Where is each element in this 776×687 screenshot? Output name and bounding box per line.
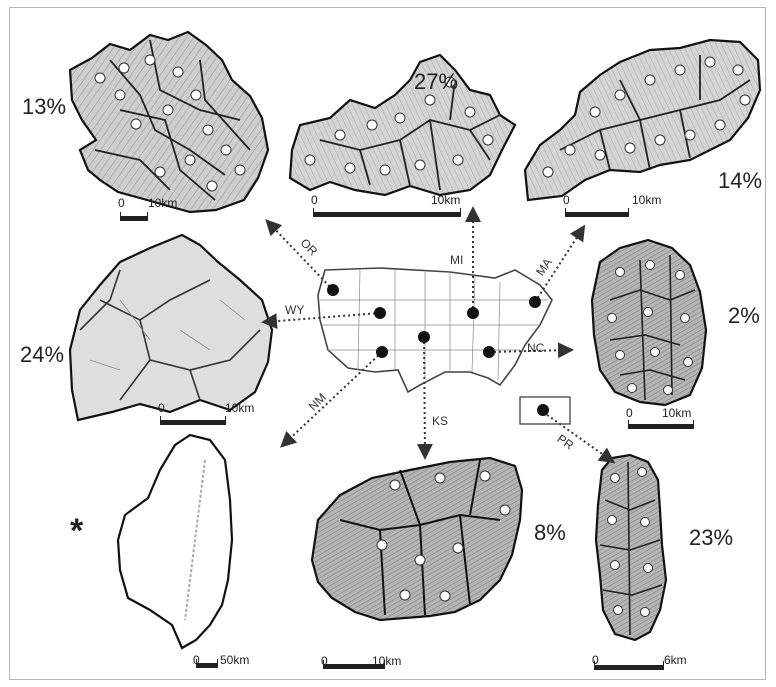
state-label-nc: NC <box>527 341 545 355</box>
scalebar-nm-zero: 0 <box>193 653 200 667</box>
scalebar-ks-end: 10km <box>372 654 402 668</box>
scalebar-or-zero: 0 <box>118 196 125 210</box>
scalebar-ks-zero: 0 <box>321 654 328 668</box>
scalebar-wy-end: 10km <box>225 401 255 415</box>
scalebar-nc-end: 10km <box>662 406 692 420</box>
percent-wy: 24% <box>20 342 65 367</box>
scalebar-or-end: 10km <box>148 196 178 210</box>
scalebar-nc-zero: 0 <box>626 406 633 420</box>
connector-arrows <box>261 206 616 464</box>
scalebar-mi-zero: 0 <box>311 193 318 207</box>
scalebar-pr-end: 6km <box>664 653 687 667</box>
scalebar-pr-bar <box>594 661 664 670</box>
scalebar-nm-end: 50km <box>220 653 250 667</box>
scalebar-ma-end: 10km <box>632 193 662 207</box>
percent-nc: 2% <box>728 303 760 328</box>
watershed-mi <box>288 53 517 197</box>
percent-mi: 27% <box>414 69 459 94</box>
percent-ks: 8% <box>534 520 566 545</box>
watershed-pr <box>594 453 668 642</box>
watershed-nm <box>116 433 234 650</box>
watershed-nc <box>590 238 708 407</box>
scalebar-ks-bar <box>323 660 385 669</box>
state-dots <box>327 284 549 416</box>
scalebar-pr-zero: 0 <box>592 653 599 667</box>
percent-ma: 14% <box>718 168 763 193</box>
state-label-wy: WY <box>285 303 305 317</box>
scalebar-nm-bar <box>196 659 218 668</box>
scalebar-ma-zero: 0 <box>563 193 570 207</box>
percent-pr: 23% <box>689 525 734 550</box>
percent-or: 13% <box>22 94 67 119</box>
scalebar-wy-bar <box>160 416 226 425</box>
watershed-wy <box>68 233 274 422</box>
percent-nm: * <box>70 512 84 550</box>
state-label-mi: MI <box>450 253 464 267</box>
scalebar-mi-end: 10km <box>431 193 461 207</box>
scalebar-ma-bar <box>565 208 629 217</box>
watershed-ma <box>523 38 762 202</box>
scalebar-nc-bar <box>628 420 694 429</box>
state-label-ks: KS <box>432 414 449 428</box>
scalebar-or-bar <box>120 212 148 221</box>
watershed-ks <box>310 456 524 622</box>
scalebar-mi-bar <box>313 208 461 217</box>
scalebar-wy-zero: 0 <box>158 401 165 415</box>
figure-frame <box>9 7 766 680</box>
watershed-or <box>68 30 270 214</box>
